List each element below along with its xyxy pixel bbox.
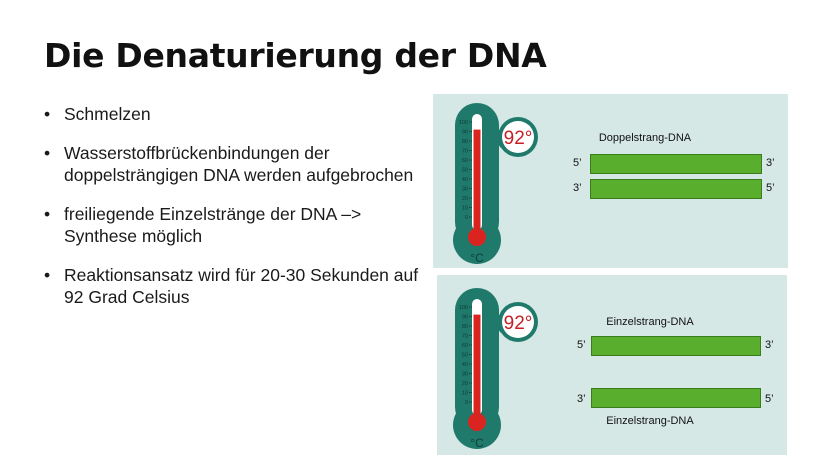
bullet-marker: • [44,104,51,124]
bullet-text: freiliegende Einzelstränge der DNA –> Sy… [64,204,362,246]
thermometer-scale-label: 100 [459,305,468,311]
strand-label: Einzelstrang-DNA [606,415,694,427]
mercury-level [473,314,481,415]
bullet-text: Schmelzen [64,104,151,124]
thermometer-scale-label: 60 [462,158,468,164]
thermometer-scale-label: 20 [462,381,468,387]
thermometer-scale-label: 70 [462,334,468,340]
mercury-level [473,129,481,230]
thermometer-scale-label: 20 [462,196,468,202]
strand-end-label: 5’ [766,182,775,194]
thermometer-scale-label: 100 [459,120,468,126]
celsius-unit: °C [470,436,484,450]
thermometer-scale-label: 10 [462,391,468,397]
bullet-text: Wasserstoffbrückenbindungen der doppelst… [64,143,414,185]
thermometer-scale-label: 50 [462,353,468,359]
thermometer-scale-label: 30 [462,187,468,193]
bullet-text: Reaktionsansatz wird für 20-30 Sekunden … [64,265,419,307]
celsius-unit: °C [470,251,484,265]
bullet-item: • Schmelzen [44,103,429,125]
strand-end-label: 3’ [577,393,586,405]
thermometer-scale-label: 30 [462,372,468,378]
bullet-item: • freiliegende Einzelstränge der DNA –> S… [44,203,429,247]
thermometer-scale-label: 90 [462,130,468,136]
thermometer-scale-label: 40 [462,362,468,368]
strand-end-label: 3’ [765,339,774,351]
bullet-marker: • [44,143,51,163]
dna-strand [590,179,762,199]
thermometer-scale-label: 50 [462,168,468,174]
thermometer-scale-label: 90 [462,315,468,321]
strand-end-label: 5’ [765,393,774,405]
strand-end-label: 3’ [766,157,775,169]
thermometer-scale-label: 60 [462,343,468,349]
thermometer-scale-label: 80 [462,139,468,145]
thermometer-scale-label: 0 [465,400,468,406]
bullet-marker: • [44,204,51,224]
bullet-marker: • [44,265,51,285]
strand-end-label: 5’ [573,157,582,169]
strand-end-label: 5’ [577,339,586,351]
bullet-item: • Reaktionsansatz wird für 20-30 Sekunden… [44,264,429,308]
thermometer-scale-label: 80 [462,324,468,330]
thermometer-scale-label: 10 [462,206,468,212]
bullet-list: • Schmelzen • Wasserstoffbrückenbindungen … [44,103,429,325]
thermometer-scale-label: 0 [465,215,468,221]
temperature-readout: 92° [504,128,533,149]
thermometer-scale-label: 70 [462,149,468,155]
slide-title: Die Denaturierung der DNA [44,36,547,75]
thermometer-scale-label: 40 [462,177,468,183]
strand-label: Einzelstrang-DNA [606,316,694,328]
strand-label: Doppelstrang-DNA [598,132,692,144]
dna-strand [591,388,761,408]
temperature-readout: 92° [504,313,533,334]
dna-strand [590,154,762,174]
bullet-item: • Wasserstoffbrückenbindungen der doppels… [44,142,429,186]
dna-strand [591,336,761,356]
strand-end-label: 3’ [573,182,582,194]
